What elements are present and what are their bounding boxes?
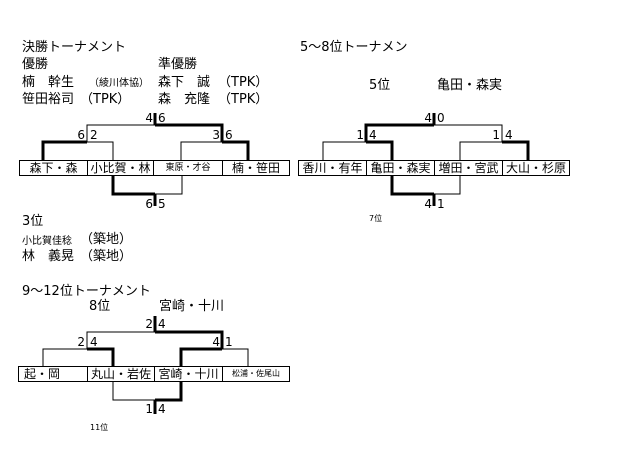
r912-bracket-lines xyxy=(42,316,249,414)
team-box: 丸山・岩佐 xyxy=(87,366,155,382)
third-score-right: 5 xyxy=(158,197,166,211)
semi-left-score-left: 6 xyxy=(77,128,85,142)
r912-semi-right-score-right: 1 xyxy=(225,335,233,349)
r58-semi-left-score-right: 4 xyxy=(369,128,377,142)
third-score-left: 6 xyxy=(145,197,153,211)
final-score-left: 4 xyxy=(145,111,153,125)
r58-title: 5～8位トーナメン xyxy=(300,40,408,55)
team-box: 森下・森 xyxy=(19,160,88,176)
runnerup-label: 準優勝 xyxy=(158,57,198,72)
team-box: 香川・有年 xyxy=(298,160,367,176)
r912-semi-left-score-right: 4 xyxy=(90,335,98,349)
team-box: 楠・笹田 xyxy=(222,160,290,176)
final-bracket-lines xyxy=(41,113,250,206)
runner-name-2: 森 充隆 xyxy=(158,92,211,107)
r912-eleventh-score-right: 4 xyxy=(158,402,166,416)
team-box: 起・岡 xyxy=(18,366,88,382)
winner-team-2: （TPK） xyxy=(80,92,131,107)
r912-semi-left-score-left: 2 xyxy=(77,335,85,349)
team-box: 増田・宮武 xyxy=(434,160,503,176)
r912-final-score-left: 2 xyxy=(145,317,153,331)
r58-place-label: 5位 xyxy=(369,78,391,93)
winner-name-2: 笹田裕司 xyxy=(22,92,75,107)
runner-team-1: （TPK） xyxy=(218,75,269,90)
r912-place-team: 宮崎・十川 xyxy=(159,299,225,314)
r58-seventh-score-left: 4 xyxy=(424,197,432,211)
third-label: 3位 xyxy=(22,214,44,229)
runner-name-1: 森下 誠 xyxy=(158,75,211,90)
r58-seventh-score-right: 1 xyxy=(437,197,445,211)
r912-place-label: 8位 xyxy=(89,299,111,314)
r58-place-team: 亀田・森実 xyxy=(437,78,503,93)
team-box: 亀田・森実 xyxy=(366,160,435,176)
third-name-2: 林 義晃 xyxy=(22,249,75,264)
r58-semi-right-score-right: 4 xyxy=(505,128,513,142)
winner-name-1: 楠 幹生 xyxy=(22,75,75,90)
winner-label: 優勝 xyxy=(22,57,49,72)
r58-final-score-right: 0 xyxy=(437,111,445,125)
third-team-1: （築地） xyxy=(80,232,133,247)
team-box: 松浦・佐尾山 xyxy=(222,366,290,382)
third-team-2: （築地） xyxy=(80,249,133,264)
team-box: 東原・才谷 xyxy=(153,160,223,176)
r58-final-score-left: 4 xyxy=(424,111,432,125)
r58-bracket-lines xyxy=(322,113,530,206)
semi-right-score-right: 6 xyxy=(225,128,233,142)
final-score-right: 6 xyxy=(158,111,166,125)
r58-seventh-label: 7位 xyxy=(369,214,383,223)
final-title: 決勝トーナメント xyxy=(22,40,127,55)
semi-right-score-left: 3 xyxy=(212,128,220,142)
r58-semi-left-score-left: 1 xyxy=(356,128,364,142)
r58-semi-right-score-left: 1 xyxy=(492,128,500,142)
runner-team-2: （TPK） xyxy=(218,92,269,107)
winner-team-1: （綾川体協） xyxy=(89,78,149,89)
team-box: 小比賀・林 xyxy=(87,160,154,176)
r912-semi-right-score-left: 4 xyxy=(212,335,220,349)
team-box: 宮崎・十川 xyxy=(154,366,223,382)
r912-title: 9～12位トーナメント xyxy=(22,284,151,299)
team-box: 大山・杉原 xyxy=(502,160,570,176)
r912-eleventh-label: 11位 xyxy=(90,423,109,432)
third-name-1: 小比賀佳稔 xyxy=(22,236,72,247)
semi-left-score-right: 2 xyxy=(90,128,98,142)
r912-eleventh-score-left: 1 xyxy=(145,402,153,416)
r912-final-score-right: 4 xyxy=(158,317,166,331)
